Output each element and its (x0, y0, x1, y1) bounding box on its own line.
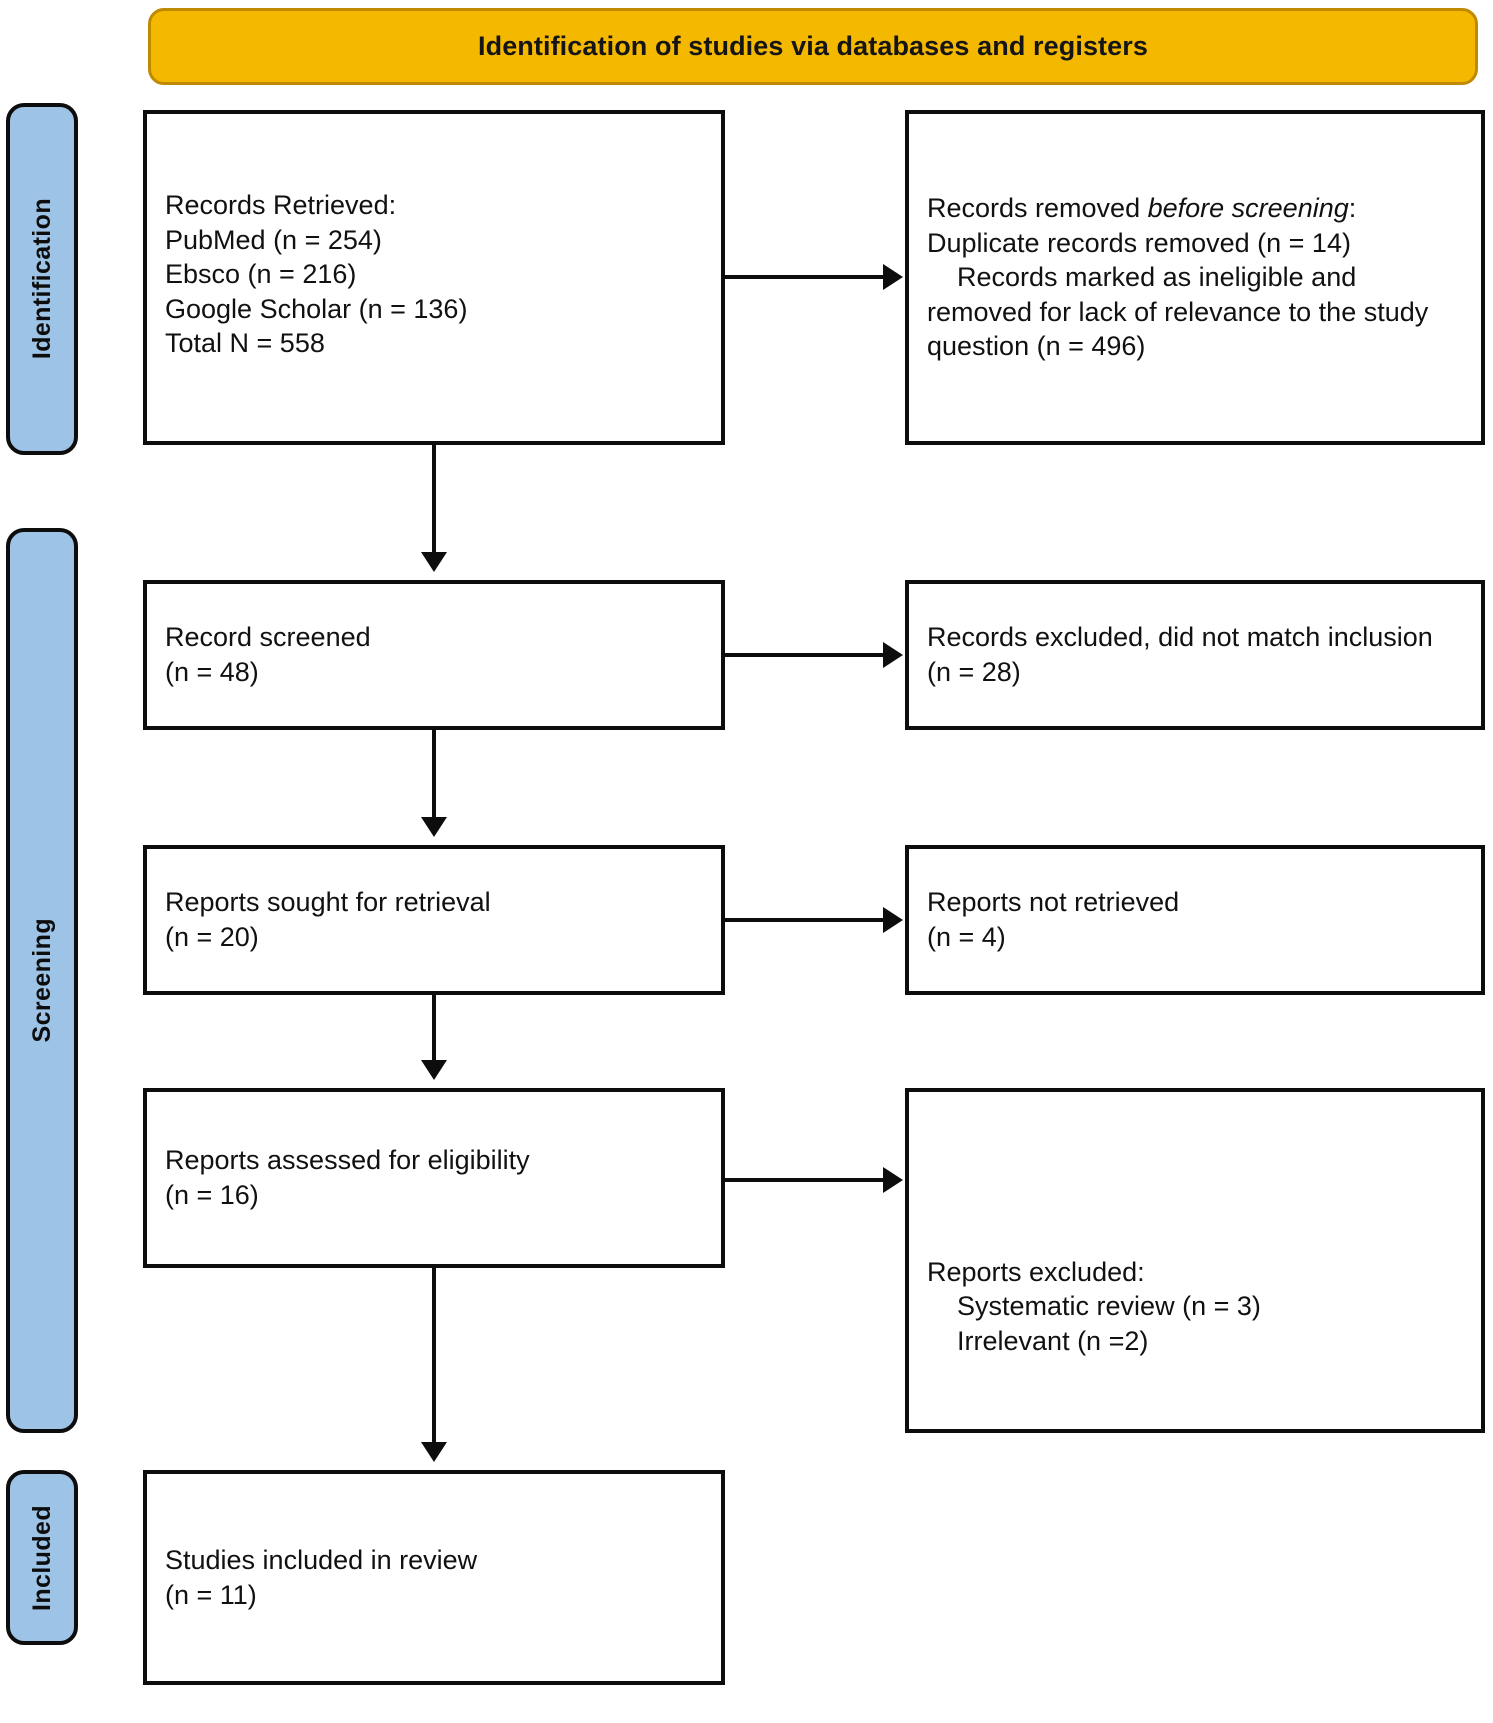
records-removed-italic-before: before (1147, 193, 1225, 224)
arrowhead-down-to-record-screened (421, 552, 447, 572)
connector-sought-to-not-retrieved (725, 918, 885, 922)
stage-label-included-text: Included (27, 1504, 56, 1611)
arrowhead-down-to-reports-assessed (421, 1060, 447, 1080)
box-record-screened: Record screened (n = 48) (143, 580, 725, 730)
box-records-retrieved: Records Retrieved: PubMed (n = 254) Ebsc… (143, 110, 725, 445)
stage-label-included: Included (6, 1470, 78, 1645)
box-record-screened-text: Record screened (n = 48) (165, 622, 371, 687)
box-reports-sought-text: Reports sought for retrieval (n = 20) (165, 887, 491, 952)
records-removed-italic-screening: screening (1231, 193, 1349, 224)
stage-label-screening: Screening (6, 528, 78, 1433)
box-records-excluded-no-match: Records excluded, did not match inclusio… (905, 580, 1485, 730)
records-removed-colon: : (1348, 193, 1357, 224)
box-records-retrieved-text: Records Retrieved: PubMed (n = 254) Ebsc… (165, 190, 468, 359)
box-reports-not-retrieved: Reports not retrieved (n = 4) (905, 845, 1485, 995)
box-reports-sought-for-retrieval: Reports sought for retrieval (n = 20) (143, 845, 725, 995)
box-reports-excluded: Reports excluded: Systematic review (n =… (905, 1088, 1485, 1433)
arrowhead-right-to-reports-excluded (883, 1167, 903, 1193)
box-reports-assessed-text: Reports assessed for eligibility (n = 16… (165, 1145, 530, 1210)
records-removed-space (1224, 193, 1232, 223)
diagram-header-banner: Identification of studies via databases … (148, 8, 1478, 85)
box-records-removed-text: Records removed before screening: Duplic… (927, 191, 1463, 364)
arrowhead-down-to-reports-sought (421, 817, 447, 837)
arrowhead-right-to-records-removed (883, 264, 903, 290)
records-removed-lead: Records removed (927, 193, 1148, 224)
box-reports-excluded-text: Reports excluded: Systematic review (n =… (927, 1256, 1261, 1356)
connector-retrieved-to-removed (725, 275, 885, 279)
box-reports-not-retrieved-text: Reports not retrieved (n = 4) (927, 887, 1180, 952)
connector-screened-to-sought (432, 730, 436, 823)
box-studies-included-text: Studies included in review (n = 11) (165, 1544, 478, 1610)
arrowhead-down-to-studies-included (421, 1442, 447, 1462)
page-title: Identification of studies via databases … (478, 31, 1148, 61)
box-records-excluded-text: Records excluded, did not match inclusio… (927, 622, 1433, 687)
box-studies-included-in-review: Studies included in review (n = 11) (143, 1470, 725, 1685)
connector-screened-to-excluded (725, 653, 885, 657)
arrowhead-right-to-reports-not-retrieved (883, 907, 903, 933)
arrowhead-right-to-records-excluded (883, 642, 903, 668)
connector-sought-to-assessed (432, 995, 436, 1066)
box-reports-assessed-for-eligibility: Reports assessed for eligibility (n = 16… (143, 1088, 725, 1268)
connector-assessed-to-included (432, 1268, 436, 1448)
records-removed-body: Duplicate records removed (n = 14) Recor… (927, 227, 1429, 362)
stage-label-identification: Identification (6, 103, 78, 455)
box-records-removed-before-screening: Records removed before screening: Duplic… (905, 110, 1485, 445)
stage-label-screening-text: Screening (27, 918, 56, 1043)
connector-assessed-to-excluded (725, 1178, 885, 1182)
connector-retrieved-to-screened (432, 445, 436, 558)
stage-label-identification-text: Identification (27, 198, 56, 360)
